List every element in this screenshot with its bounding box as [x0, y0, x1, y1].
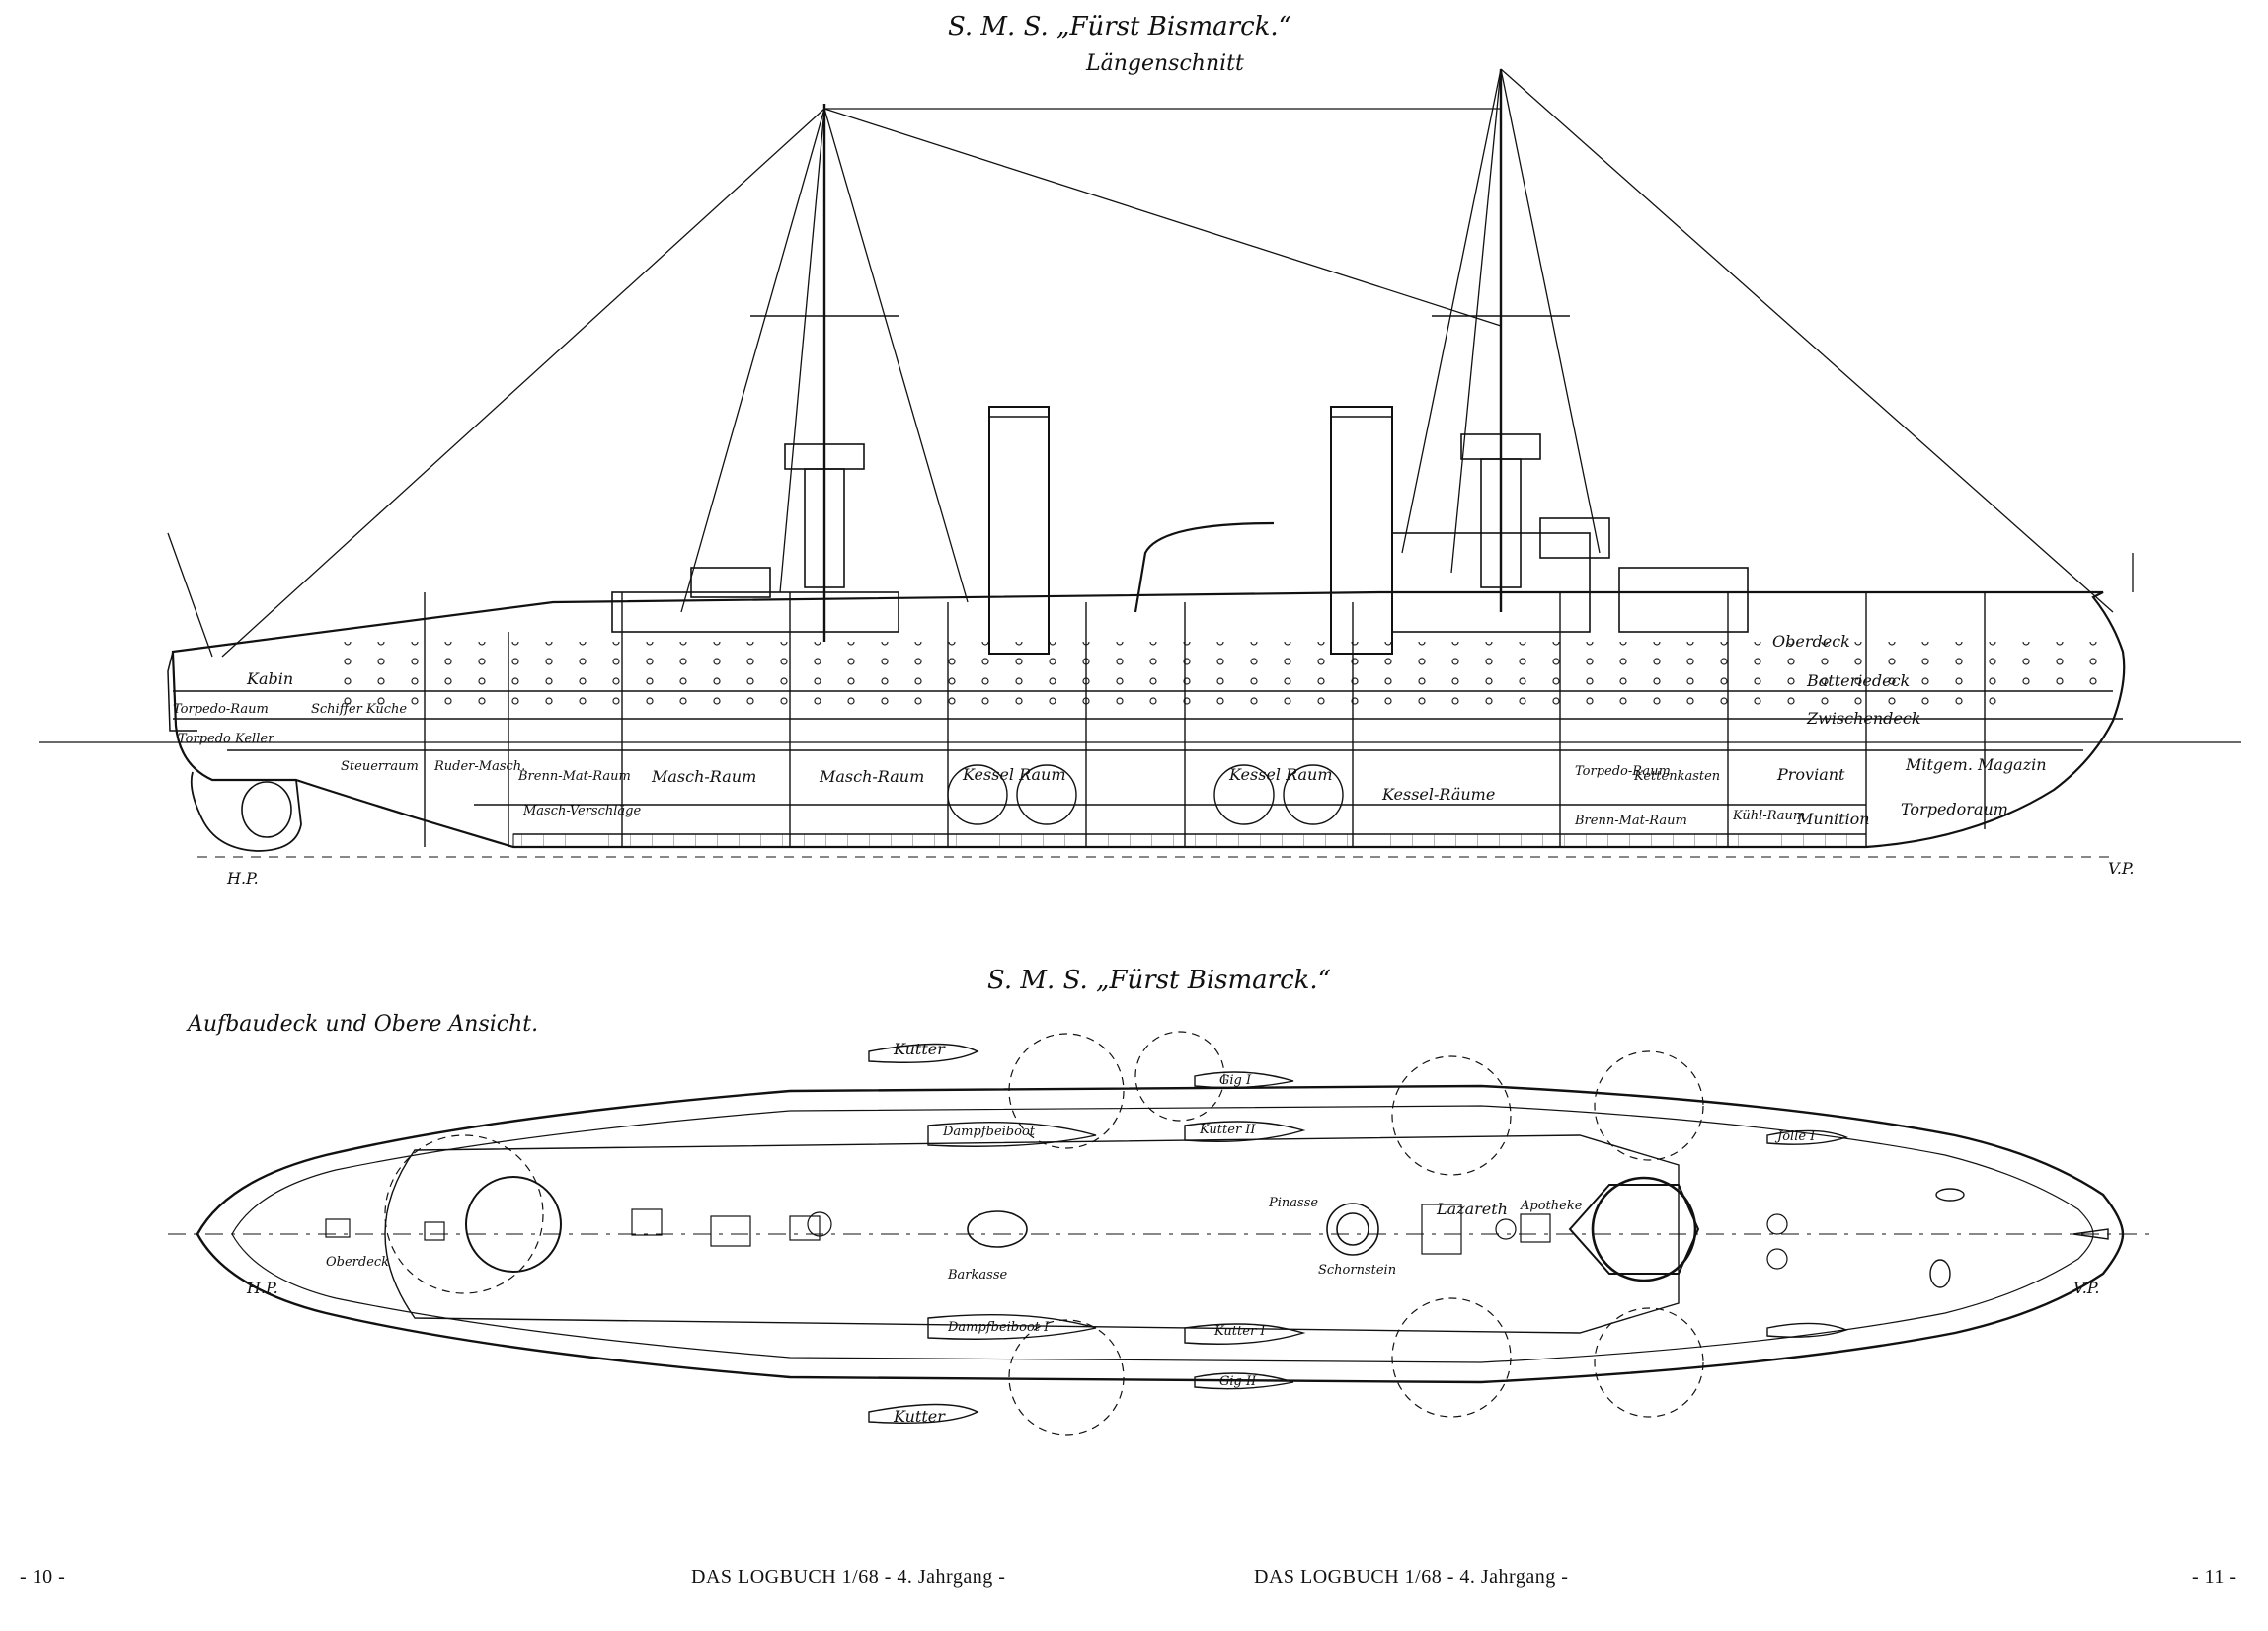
label-masch-raum-1: Masch-Raum — [651, 767, 756, 786]
plan-labels: Kutter Kutter Oberdeck Dampfbeiboot Damp… — [326, 1040, 1816, 1426]
longitudinal-section — [39, 68, 2241, 858]
label-ruder-masch: Ruder-Masch. — [433, 759, 525, 774]
label-proviant: Proviant — [1776, 765, 1845, 784]
label-brenn-mat-raum-1: Brenn-Mat-Raum — [517, 769, 631, 784]
label-torpedoraum-vorn: Torpedoraum — [1901, 800, 2008, 818]
label-gig-2: Gig II — [1219, 1374, 1257, 1389]
label-oberdeck-profile: Oberdeck — [1772, 632, 1850, 651]
caption-right: DAS LOGBUCH 1/68 - 4. Jahrgang - — [1254, 1566, 1569, 1588]
label-masch-raum-2: Masch-Raum — [819, 767, 924, 786]
label-mitgem-magazin: Mitgem. Magazin — [1905, 755, 2047, 774]
stern-perpendicular-plan: H.P. — [246, 1279, 278, 1297]
label-schornstein: Schornstein — [1318, 1263, 1396, 1278]
deck-plan — [168, 1031, 2152, 1436]
stern-perpendicular-top: H.P. — [226, 869, 259, 888]
caption-left: DAS LOGBUCH 1/68 - 4. Jahrgang - — [691, 1566, 1006, 1588]
label-kutter-bottom: Kutter — [893, 1407, 946, 1426]
label-torpedo-raum-2: Torpedo-Raum — [1575, 764, 1671, 779]
plan-subtitle: Aufbaudeck und Obere Ansicht. — [188, 1012, 539, 1037]
label-dampfbeiboot-2: Dampfbeiboot I — [947, 1320, 1050, 1335]
label-schiffer-kueche: Schiffer Küche — [311, 702, 407, 717]
label-barkasse: Barkasse — [947, 1268, 1007, 1282]
label-kutter-top: Kutter — [893, 1040, 946, 1058]
label-torpedo-raum: Torpedo-Raum — [173, 702, 269, 717]
label-zwischendeck: Zwischendeck — [1806, 709, 1921, 728]
label-jolle: Jolle I — [1774, 1129, 1816, 1144]
label-kuehl-raum: Kühl-Raum — [1732, 809, 1805, 823]
label-masch-verschlag: Masch-Verschläge — [522, 804, 641, 818]
label-munition: Munition — [1796, 810, 1870, 828]
label-brenn-mat-raum-2: Brenn-Mat-Raum — [1574, 814, 1687, 828]
label-batteriedeck: Batteriedeck — [1806, 671, 1910, 690]
label-dampfbeiboot-1: Dampfbeiboot — [942, 1125, 1036, 1139]
plan-title: S. M. S. „Fürst Bismarck.“ — [987, 966, 1331, 995]
label-kutter-ii: Kutter II — [1199, 1123, 1256, 1137]
label-kabin: Kabin — [246, 669, 293, 688]
label-kutter-i: Kutter I — [1213, 1324, 1266, 1339]
label-apotheke: Apotheke — [1520, 1199, 1583, 1213]
label-pinasse: Pinasse — [1268, 1196, 1318, 1210]
label-gig-1: Gig I — [1219, 1073, 1252, 1088]
page-number-left: - 10 - — [20, 1566, 66, 1588]
label-oberdeck-plan: Oberdeck — [326, 1255, 389, 1270]
section-labels: Kabin Torpedo-Raum Schiffer Küche Torped… — [173, 632, 2047, 828]
label-kessel-raeume: Kessel-Räume — [1381, 785, 1495, 804]
label-torpedo-keller: Torpedo Keller — [178, 732, 274, 746]
label-kettenkasten: Kettenkasten — [1633, 769, 1720, 784]
label-steuerraum: Steuerraum — [341, 759, 419, 774]
bow-perpendicular-top: V.P. — [2108, 859, 2134, 878]
page-number-right: - 11 - — [2192, 1566, 2237, 1588]
label-kessel-raum-1: Kessel Raum — [962, 765, 1066, 784]
profile-title: S. M. S. „Fürst Bismarck.“ — [948, 12, 1291, 41]
bow-perpendicular-plan: V.P. — [2073, 1279, 2099, 1297]
label-lazareth: Lazareth — [1436, 1200, 1508, 1218]
profile-subtitle: Längenschnitt — [1086, 51, 1244, 76]
label-kessel-raum-2: Kessel Raum — [1228, 765, 1333, 784]
